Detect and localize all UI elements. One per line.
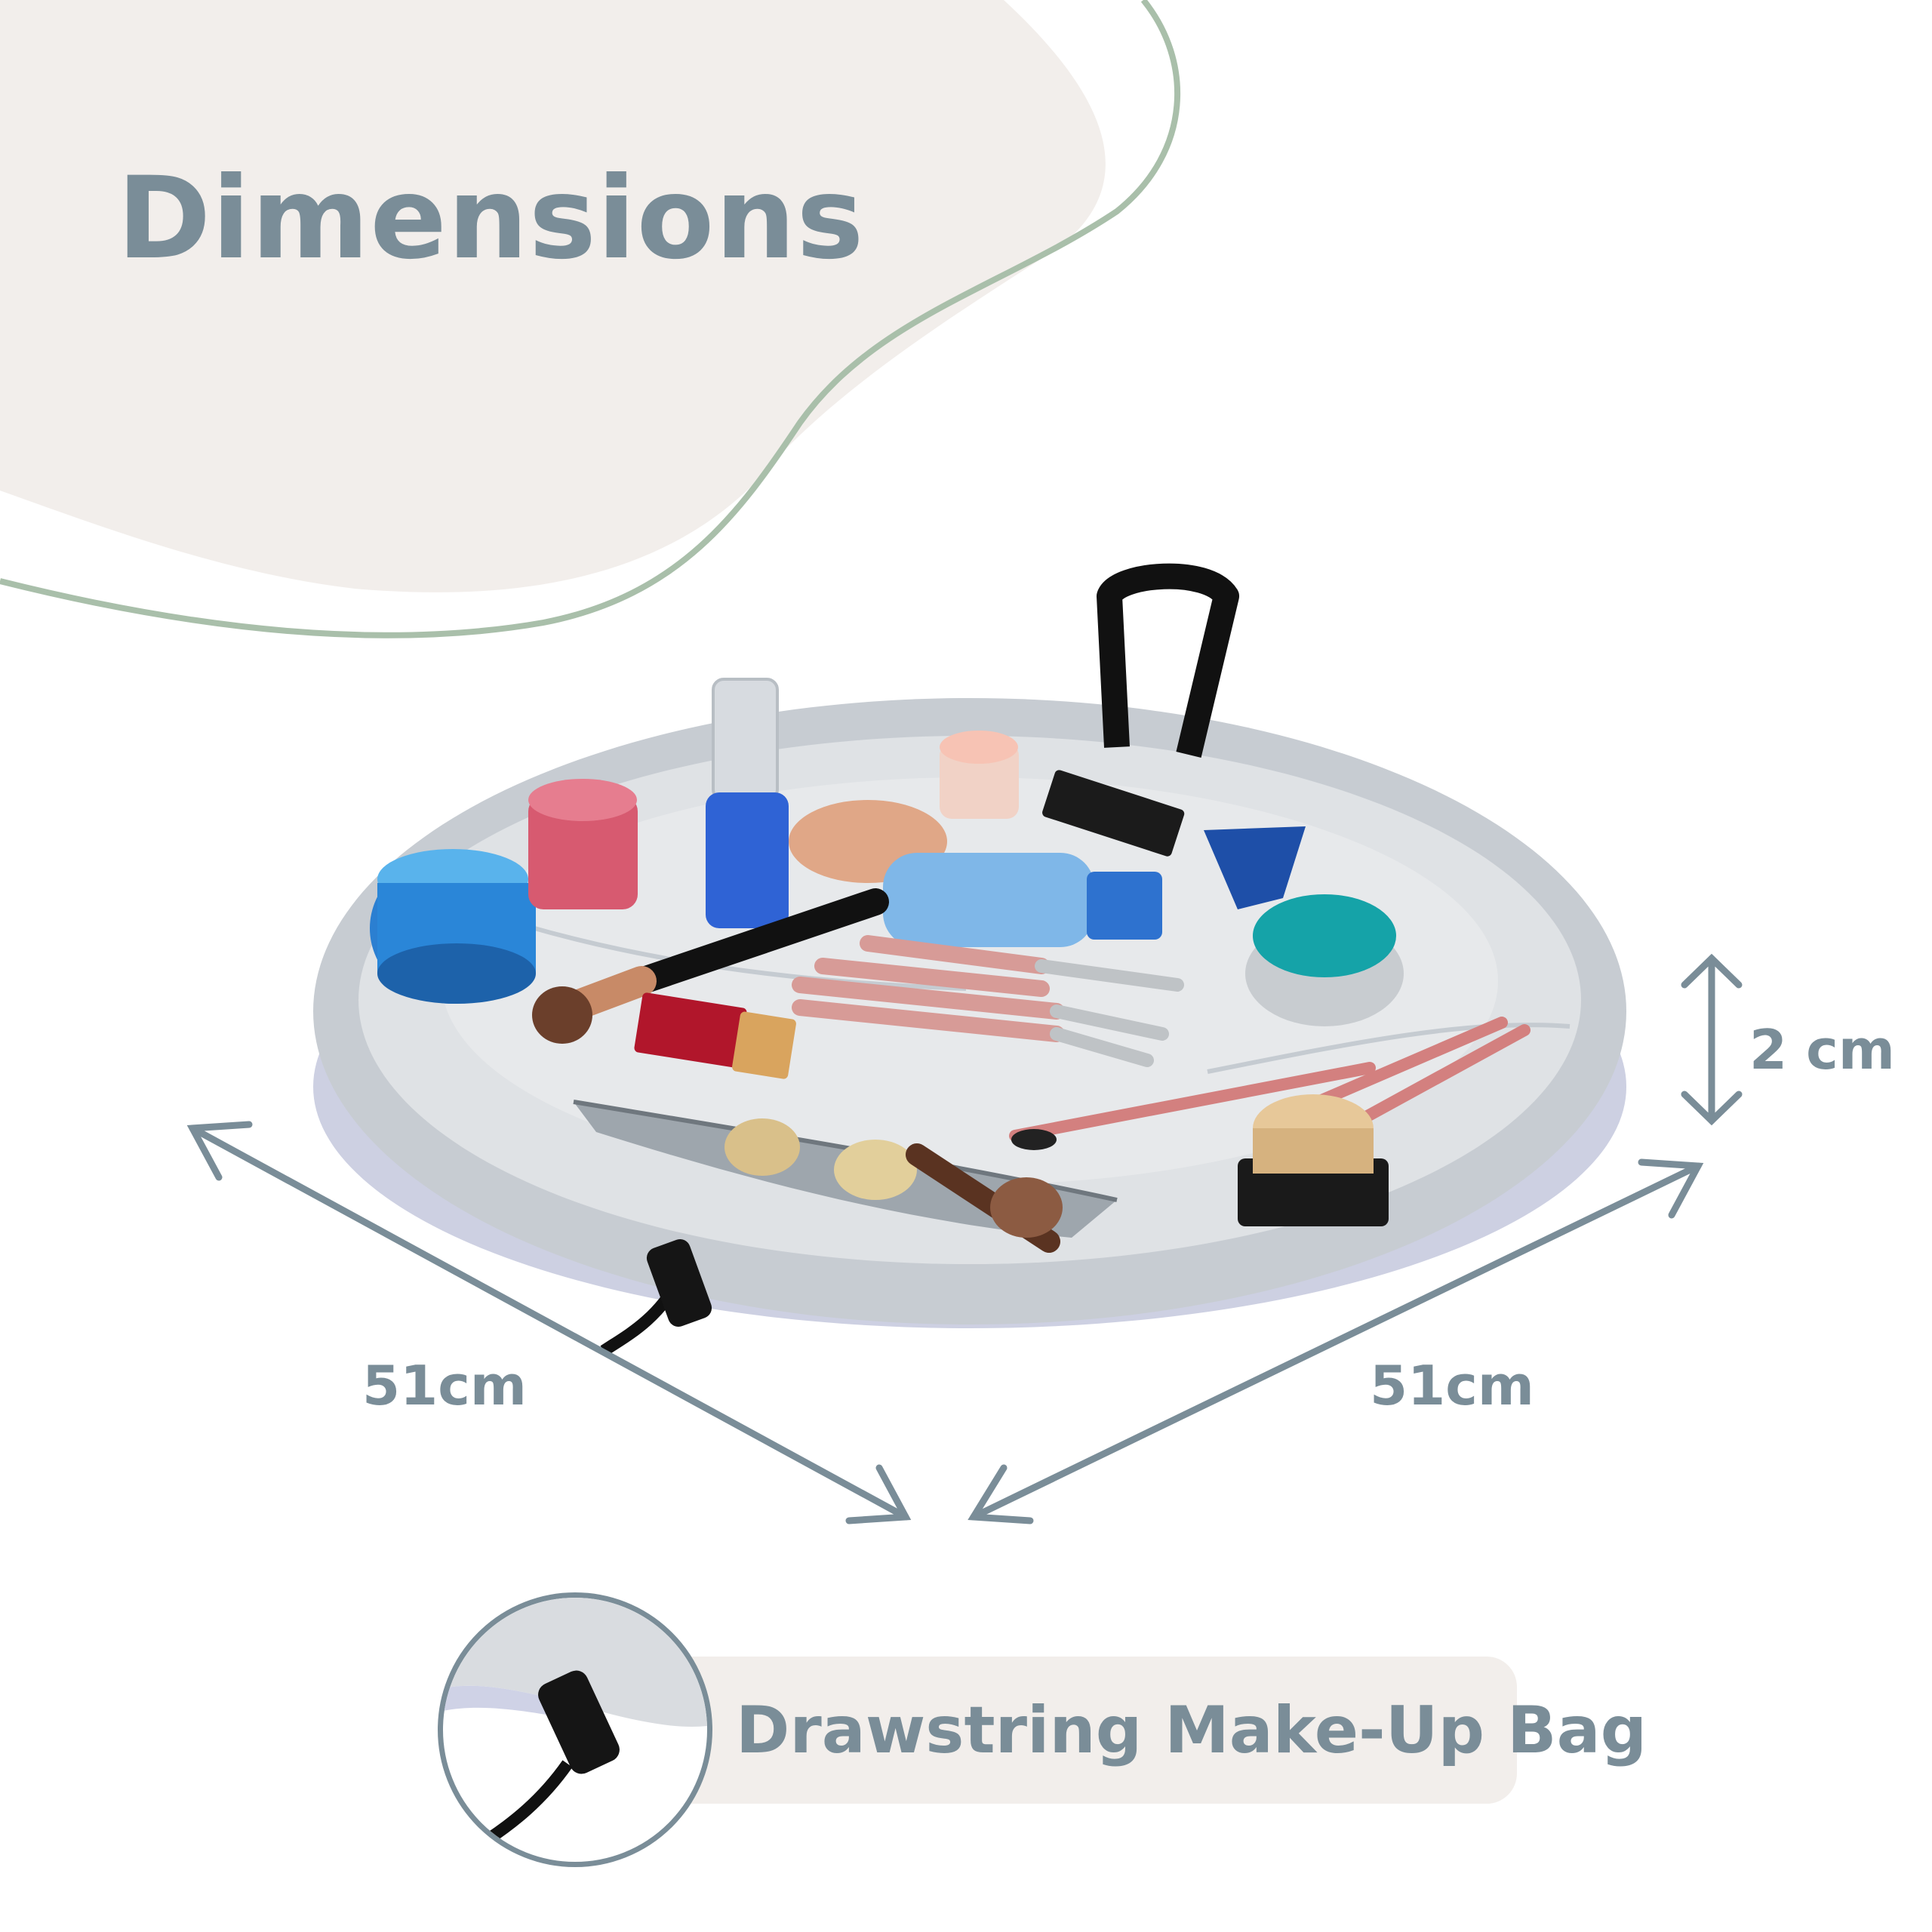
gold-jar (1238, 1094, 1389, 1226)
eye-brushes (1009, 1017, 1531, 1150)
width-label-right: 51cm (1370, 1354, 1534, 1417)
cushion-compact (1245, 894, 1404, 1026)
hair-clip (724, 1118, 800, 1176)
serum-bottle (706, 678, 789, 928)
black-lipstick (1042, 770, 1185, 857)
wrist-watch (906, 1143, 1063, 1253)
red-lipstick (634, 992, 796, 1079)
small-jar (940, 731, 1019, 819)
page-title: Dimensions (117, 153, 865, 285)
vertical-double-arrow-icon (1681, 953, 1743, 1126)
drawstring-closeup (438, 1592, 712, 1867)
blue-cream-jar (370, 849, 536, 1004)
kabuki-brush (532, 888, 889, 1044)
caption-text: Drawstring Make-Up Bag (736, 1693, 1647, 1768)
drawstring-toggle-icon (600, 1239, 712, 1356)
width-label-left: 51cm (362, 1354, 527, 1417)
hair-clip (834, 1140, 917, 1200)
brush-set (792, 935, 1184, 1067)
double-arrow-icon (186, 1121, 912, 1524)
pink-jar (528, 779, 638, 909)
caption-pill (649, 1657, 1517, 1804)
blue-tube (1204, 826, 1306, 909)
double-arrow-icon (968, 1158, 1704, 1524)
toner-bottle (883, 853, 1162, 947)
carry-handle (1097, 563, 1239, 758)
height-label: 2 cm (1749, 1018, 1895, 1081)
